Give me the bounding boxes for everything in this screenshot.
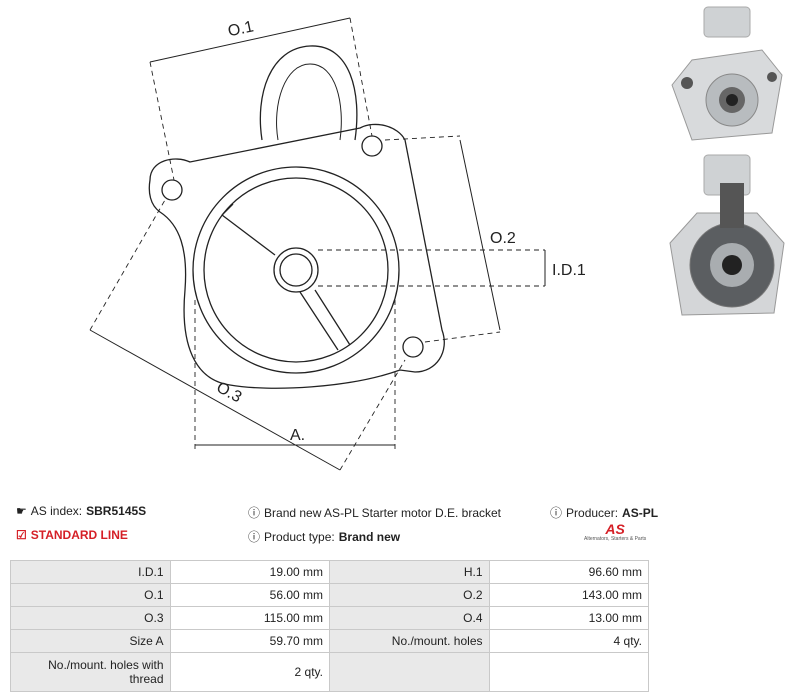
producer-logo: AS Alternators, Starters & Parts [584,522,646,542]
spec-value: 115.00 mm [169,606,330,630]
top-loop [259,45,358,141]
spec-label: O.4 [329,606,490,630]
spec-value: 2 qty. [169,652,330,692]
spec-value: 143.00 mm [488,583,649,607]
label-o2: O.2 [490,230,516,247]
standard-line-label: STANDARD LINE [30,528,128,542]
spec-value: 4 qty. [488,629,649,653]
flange-outline [148,123,445,389]
spec-value: 96.60 mm [488,560,649,584]
product-type: ⓘ Product type: Brand new [248,528,400,545]
spec-label: O.1 [10,583,171,607]
spec-label: O.2 [329,583,490,607]
info-icon: ⓘ [248,530,261,544]
standard-line: ☑ STANDARD LINE [16,528,128,542]
mount-hole-top [361,135,383,157]
producer: ⓘ Producer: AS-PL [550,504,658,521]
outer-ring [192,166,400,374]
label-id1: I.D.1 [552,262,586,279]
technical-drawing: O.1 O.2 I.D.1 O.3 A. [89,17,586,471]
label-o1: O.1 [226,18,255,40]
spec-value: 56.00 mm [169,583,330,607]
logo-tagline: Alternators, Starters & Parts [584,536,647,542]
spec-label: O.3 [10,606,171,630]
as-index-label: AS index: [30,504,83,518]
tags-icon: ☛ [16,504,27,518]
logo-mark: AS [605,521,625,537]
spec-value: 59.70 mm [169,629,330,653]
mount-hole-left [161,179,183,201]
check-square-icon: ☑ [16,528,27,542]
front-view-photo [671,6,783,141]
spec-value: 13.00 mm [488,606,649,630]
producer-label: Producer: [566,505,619,520]
mount-hole-bottom [402,336,424,358]
producer-value: AS-PL [622,505,659,520]
description-text: Brand new AS-PL Starter motor D.E. brack… [264,505,502,520]
info-icon: ⓘ [248,506,261,520]
spec-value [488,652,649,692]
spec-label: No./mount. holes with thread [10,652,171,692]
rear-view-photo [669,154,785,316]
product-type-value: Brand new [338,529,401,544]
info-icon: ⓘ [550,506,563,520]
spec-label: H.1 [329,560,490,584]
label-a: A. [290,427,305,444]
spec-label [329,652,490,692]
center-bore [273,247,319,293]
product-type-label: Product type: [264,529,335,544]
as-index: ☛ AS index: SBR5145S [16,504,146,518]
product-info: ☛ AS index: SBR5145S ☑ STANDARD LINE ⓘ B… [14,504,658,545]
spec-label: I.D.1 [10,560,171,584]
spec-label: Size A [10,629,171,653]
spec-value: 19.00 mm [169,560,330,584]
description: ⓘ Brand new AS-PL Starter motor D.E. bra… [248,504,501,521]
spec-label: No./mount. holes [329,629,490,653]
as-index-value: SBR5145S [86,504,147,518]
